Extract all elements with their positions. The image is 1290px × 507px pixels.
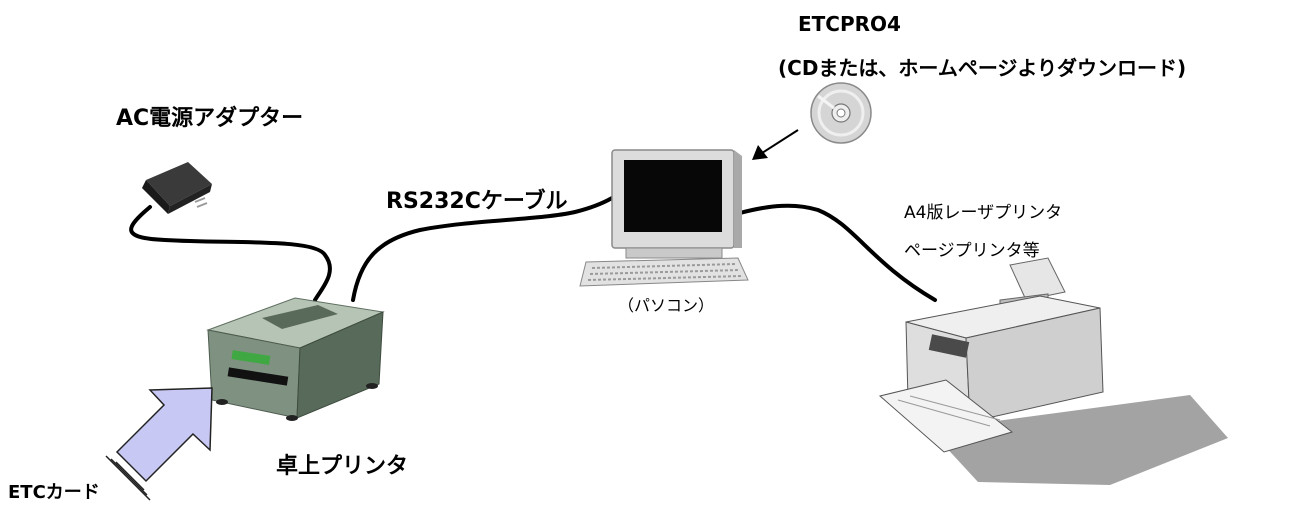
install-arrow-icon bbox=[752, 129, 799, 160]
ac-adapter-icon bbox=[142, 162, 212, 214]
card-insert-arrow-icon bbox=[105, 387, 213, 501]
rs232c-cable-line bbox=[351, 196, 614, 302]
rs232c-cable-label: RS232Cケーブル bbox=[386, 189, 568, 214]
cd-disc-icon bbox=[810, 82, 872, 144]
receipt-printer-icon bbox=[206, 297, 385, 421]
pc-label: （パソコン） bbox=[618, 296, 715, 315]
pc-printer-cable-line bbox=[738, 203, 937, 302]
etc-card-label: ETCカード bbox=[8, 482, 100, 503]
personal-computer-icon bbox=[579, 149, 749, 287]
ac-adapter-label: AC電源アダプター bbox=[116, 106, 304, 131]
laser-printer-icon bbox=[878, 257, 1228, 485]
software-name-label: ETCPRO4 bbox=[798, 12, 901, 36]
adapter-power-cable bbox=[129, 205, 332, 302]
software-source-label: (CDまたは、ホームページよりダウンロード) bbox=[778, 56, 1187, 80]
page-printer-label: ページプリンタ等 bbox=[904, 241, 1040, 261]
laser-printer-label: A4版レーザプリンタ bbox=[904, 203, 1063, 223]
desktop-printer-label: 卓上プリンタ bbox=[276, 454, 409, 479]
